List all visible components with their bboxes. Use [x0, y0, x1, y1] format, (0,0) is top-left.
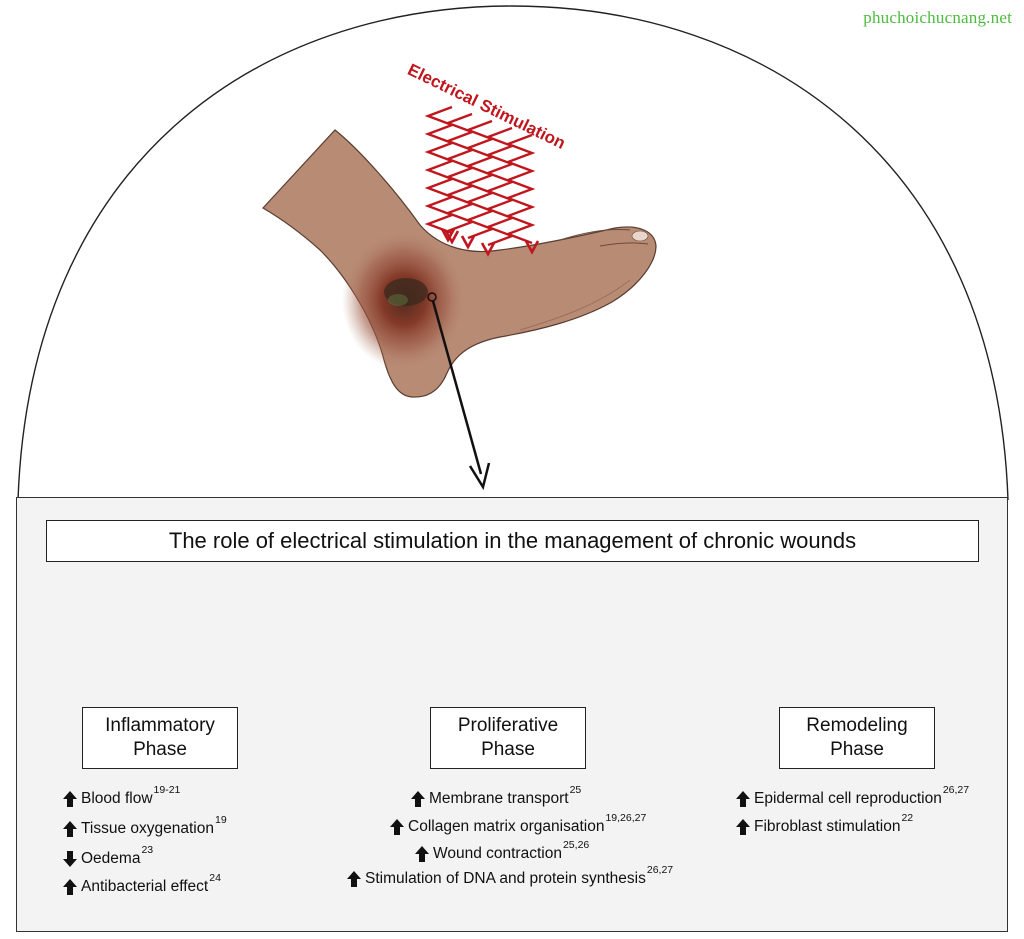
- phase-name-line1: Remodeling: [806, 715, 908, 736]
- foot-illustration: [262, 129, 657, 398]
- arrow-up-icon: [736, 791, 750, 807]
- phase-name-line2: Phase: [481, 739, 535, 760]
- stimulation-wave: [444, 112, 476, 233]
- arrow-up-icon: [63, 821, 77, 837]
- effect-ref: 25,26: [562, 839, 590, 851]
- effect-text: Membrane transport: [429, 790, 569, 807]
- effect-text: Fibroblast stimulation: [754, 818, 901, 835]
- stimulation-arrowhead: [480, 242, 496, 257]
- arrow-up-icon: [736, 819, 750, 835]
- phase-name-line1: Proliferative: [457, 715, 559, 736]
- effect-ref: 24: [209, 872, 221, 884]
- effect-text: Tissue oxygenation: [81, 820, 214, 837]
- phase-label-remodeling: Remodeling Phase: [779, 707, 935, 769]
- effect-ref: 22: [901, 812, 914, 824]
- arrow-up-icon: [411, 791, 425, 807]
- arrow-up-icon: [63, 791, 77, 807]
- phase-name-line2: Phase: [830, 739, 884, 760]
- effect-ref: 26,27: [646, 864, 674, 876]
- dome-outline: [17, 5, 1009, 501]
- effect-text: Wound contraction: [433, 845, 562, 862]
- effect-text: Oedema: [81, 850, 141, 867]
- effect-item: Stimulation of DNA and protein synthesis…: [346, 864, 673, 888]
- stimulation-arrowhead: [460, 235, 476, 250]
- panel-title-text: The role of electrical stimulation in th…: [168, 528, 857, 553]
- phase-label-inflammatory: Inflammatory Phase: [82, 707, 238, 769]
- watermark: phuchoichucnang.net: [863, 8, 1012, 27]
- stimulation-arrowhead: [440, 228, 456, 243]
- stimulation-wave: [504, 133, 536, 245]
- panel-title: The role of electrical stimulation in th…: [46, 520, 979, 562]
- arrow-down-icon: [63, 851, 77, 867]
- effect-ref: 19,26,27: [605, 812, 647, 824]
- phase-label-proliferative: Proliferative Phase: [430, 707, 586, 769]
- phase-name-line2: Phase: [133, 739, 187, 760]
- effect-text: Stimulation of DNA and protein synthesis: [365, 870, 646, 887]
- effect-ref: 23: [141, 844, 154, 856]
- effect-text: Blood flow: [81, 790, 153, 807]
- effect-text: Antibacterial effect: [81, 878, 209, 895]
- pointer-arrow: [427, 292, 491, 491]
- effect-ref: 26,27: [942, 784, 970, 796]
- effect-ref: 19: [214, 814, 227, 826]
- effect-text: Epidermal cell reproduction: [754, 790, 942, 807]
- effect-ref: 19-21: [153, 784, 181, 796]
- arrow-up-icon: [390, 819, 404, 835]
- arrow-up-icon: [415, 846, 429, 862]
- stimulation-wave: [424, 105, 456, 235]
- arrow-up-icon: [347, 871, 361, 887]
- phase-name-line1: Inflammatory: [105, 715, 215, 736]
- stimulation-wave: [464, 119, 496, 240]
- stimulation-arrowhead: [524, 240, 540, 255]
- effect-ref: 25: [569, 784, 582, 796]
- effect-text: Collagen matrix organisation: [408, 818, 605, 835]
- stimulation-arrowhead: [444, 230, 460, 245]
- stimulation-wave: [484, 126, 516, 247]
- electrical-stimulation-waves: [424, 105, 540, 257]
- arrow-up-icon: [63, 879, 77, 895]
